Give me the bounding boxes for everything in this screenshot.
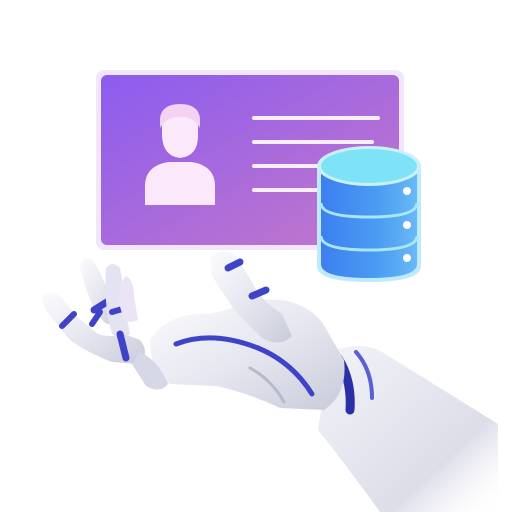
database-indicator-dot [403, 187, 411, 195]
robot-palm-seam [248, 366, 286, 404]
database-indicator-dot [403, 221, 411, 229]
robot-wrist-band [354, 350, 374, 400]
robot-thumb-joint [224, 258, 244, 272]
avatar-hair [160, 104, 200, 128]
avatar-head [162, 106, 198, 158]
database-icon [317, 146, 421, 282]
robot-forearm [318, 346, 498, 512]
robot-palm-seam [173, 335, 315, 397]
database-indicator-dot [403, 254, 411, 262]
robot-palm [150, 299, 345, 410]
card-text-lines [252, 116, 380, 192]
user-avatar-icon [145, 104, 215, 205]
robot-finger-ring [118, 276, 138, 322]
database-top [321, 149, 417, 183]
robot-finger-joint [116, 330, 130, 362]
database-separator [319, 235, 419, 252]
robotic-hand-icon [42, 251, 498, 512]
robot-finger-base [132, 352, 168, 390]
robot-finger-pinky [42, 292, 145, 364]
robot-finger-joint [89, 309, 103, 327]
robot-finger-joint [59, 311, 77, 329]
avatar-shoulders [145, 162, 215, 205]
database-body [321, 168, 417, 278]
robot-thumb-joint [248, 286, 270, 300]
database-separator [319, 202, 419, 219]
